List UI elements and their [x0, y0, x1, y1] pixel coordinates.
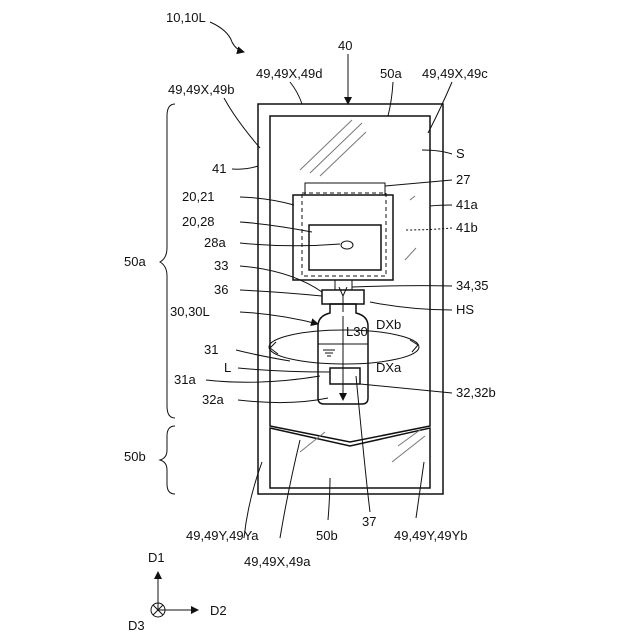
label-32 — [330, 368, 360, 384]
panel-50b — [270, 428, 430, 488]
label-L: L — [224, 360, 231, 375]
label-27: 27 — [456, 172, 470, 187]
container-outer-41 — [258, 104, 443, 494]
label-31a: 31a — [174, 372, 196, 387]
label-50a-top: 50a — [380, 66, 402, 81]
indicator-28a — [341, 241, 353, 249]
label-49d: 49,49X,49d — [256, 66, 323, 81]
brace-50a — [160, 104, 175, 418]
label-33: 33 — [214, 258, 228, 273]
label-49a: 49,49X,49a — [244, 554, 311, 569]
axis-label-d1: D1 — [148, 550, 165, 565]
label-50b-bottom: 50b — [316, 528, 338, 543]
axis-label-d3: D3 — [128, 618, 145, 633]
glare-marks — [300, 120, 425, 462]
label-50a-left: 50a — [124, 254, 146, 269]
label-30-30L: 30,30L — [170, 304, 210, 319]
label-49Yb: 49,49Y,49Yb — [394, 528, 468, 543]
label-31: 31 — [204, 342, 218, 357]
label-40: 40 — [338, 38, 352, 53]
label-37: 37 — [362, 514, 376, 529]
brace-50b — [160, 426, 175, 494]
label-49Ya: 49,49Y,49Ya — [186, 528, 259, 543]
label-L30: L30 — [346, 324, 368, 339]
label-32a: 32a — [202, 392, 224, 407]
label-41a: 41a — [456, 197, 478, 212]
label-DXa: DXa — [376, 360, 402, 375]
axis-indicator — [151, 572, 198, 617]
axis-label-d2: D2 — [210, 603, 227, 618]
label-main-ref: 10,10L — [166, 10, 206, 25]
label-28a: 28a — [204, 235, 226, 250]
label-HS: HS — [456, 302, 474, 317]
label-S: S — [456, 146, 465, 161]
panel-50a — [270, 116, 430, 442]
label-50b-left: 50b — [124, 449, 146, 464]
inner-frame-dashed — [302, 193, 386, 276]
display-28 — [309, 225, 381, 270]
label-41b: 41b — [456, 220, 478, 235]
label-36: 36 — [214, 282, 228, 297]
rotation-ellipse — [269, 330, 419, 364]
label-32-32b: 32,32b — [456, 385, 496, 400]
label-49b: 49,49X,49b — [168, 82, 235, 97]
label-DXb: DXb — [376, 317, 401, 332]
display-frame-21 — [293, 195, 393, 280]
label-41: 41 — [212, 161, 226, 176]
label-20-21: 20,21 — [182, 189, 215, 204]
label-49c: 49,49X,49c — [422, 66, 488, 81]
label-34-35: 34,35 — [456, 278, 489, 293]
label-20-28: 20,28 — [182, 214, 215, 229]
